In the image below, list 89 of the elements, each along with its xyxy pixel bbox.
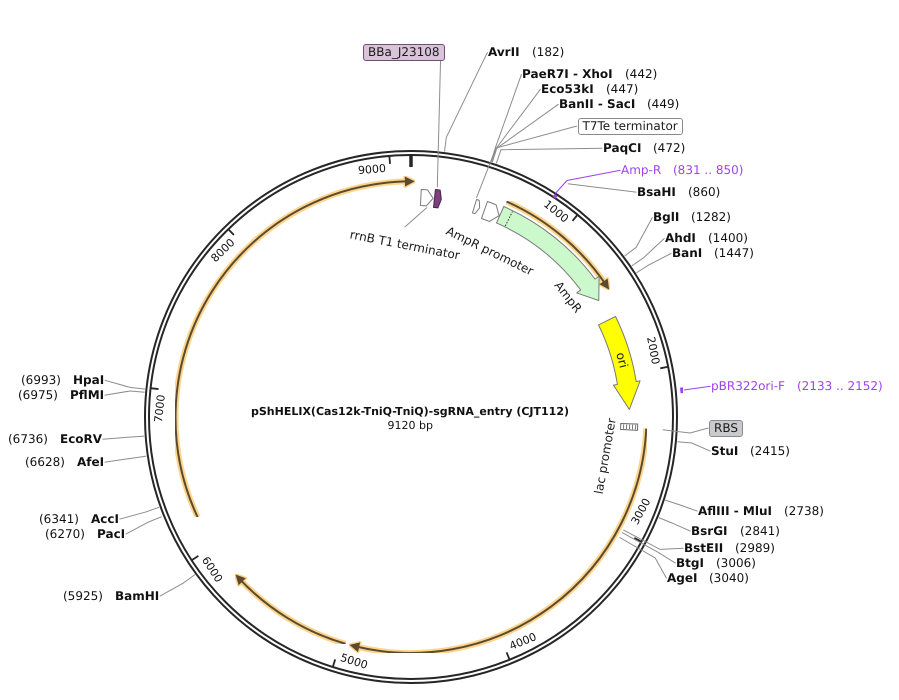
feature-tag: BBa_J23108 [363, 44, 445, 60]
scale-label: 5000 [338, 651, 370, 672]
enzyme-name: BanI [672, 246, 702, 260]
leader-line [664, 500, 698, 512]
plasmid-name: pShHELIX(Cas12k-TniQ-TniQ)-sgRNA_entry (CJT112) [251, 404, 570, 418]
cut-position: (6993) [21, 373, 61, 388]
cut-position: (860) [688, 185, 720, 200]
cut-position: (449) [647, 97, 680, 112]
enzyme-name: AccI [91, 512, 119, 526]
leader-line [476, 126, 578, 198]
leader-line [554, 170, 621, 194]
enzyme-name: PaqCI [603, 141, 642, 156]
cut-position: (6628) [25, 455, 65, 470]
plasmid-length: 9120 bp [388, 418, 433, 432]
leader-line [683, 386, 711, 390]
enzyme-name: AvrII [488, 45, 520, 60]
feature-label: ori [612, 350, 631, 370]
primer-name: pBR322ori-F [711, 379, 785, 394]
leader-line [621, 532, 676, 564]
enzyme-name: AhdI [665, 231, 696, 246]
leader-line [102, 436, 145, 440]
enzyme-name: AgeI [667, 571, 698, 586]
enzyme-name: BsaHI [637, 185, 676, 200]
enzyme-name: BsrGI [691, 524, 728, 538]
leader-line [624, 216, 653, 256]
enzyme-name: BglI [653, 210, 680, 224]
cut-position: (472) [653, 141, 686, 156]
cut-position: (6270) [45, 527, 85, 542]
cut-position: (3006) [716, 556, 756, 570]
cut-position: (3040) [709, 571, 749, 586]
cut-position: (1282) [691, 210, 731, 224]
leader-line [636, 252, 672, 274]
enzyme-name: Eco53kI [541, 82, 594, 96]
cut-position: (6736) [8, 432, 48, 446]
enzyme-name: PaeR7I - XhoI [522, 67, 613, 82]
leader-line [631, 238, 665, 266]
leader-line [118, 506, 160, 520]
cut-position: (2841) [740, 524, 780, 538]
cut-position: (182) [532, 45, 564, 60]
leader-line [491, 88, 541, 163]
leader-line [159, 574, 196, 597]
leader-line [444, 52, 488, 152]
leader-line [567, 183, 637, 193]
leader-line [125, 516, 162, 535]
leader-line [104, 456, 147, 463]
enzyme-name: BamHI [115, 589, 160, 604]
leader-line [662, 428, 709, 434]
leader-line [436, 60, 442, 188]
scale-label: 2000 [644, 336, 662, 366]
enzyme-name: AfeI [77, 455, 104, 470]
enzyme-name: EcoRV [60, 432, 102, 446]
scale-label: 3000 [628, 496, 654, 528]
enzyme-name: PacI [97, 527, 126, 542]
cut-position: (1447) [714, 246, 754, 260]
primer-position: (831 .. 850) [673, 163, 744, 178]
cut-position: (2415) [750, 444, 790, 458]
leader-line [404, 207, 428, 228]
enzyme-name: BanII - SacI [559, 97, 636, 112]
leader-line [104, 380, 146, 390]
leader-line [496, 148, 603, 164]
leader-line [658, 517, 691, 532]
feature-tag: RBS [709, 420, 743, 436]
cut-position: (447) [606, 82, 638, 96]
cut-position: (442) [625, 67, 658, 82]
enzyme-name: AflIII - MluI [698, 504, 772, 518]
scale-label: 9000 [357, 161, 386, 177]
scale-label: 4000 [507, 630, 538, 654]
enzyme-name: BtgI [676, 556, 704, 570]
cut-position: (2738) [784, 504, 824, 518]
leader-line [676, 441, 711, 452]
cut-position: (1400) [708, 231, 748, 246]
enzyme-name: StuI [711, 444, 738, 458]
cut-position: (6341) [39, 512, 79, 526]
enzyme-name: HpaI [73, 373, 104, 388]
leader-line [622, 529, 684, 550]
enzyme-name: PflMI [70, 388, 104, 402]
leader-line [104, 390, 146, 396]
feature-label: lac promoter [591, 417, 619, 496]
primer-position: (2133 .. 2152) [797, 379, 883, 394]
cut-position: (5925) [63, 589, 103, 604]
primer-name: Amp-R [621, 163, 662, 178]
leader-line [618, 536, 667, 579]
scale-label: 7000 [152, 394, 168, 423]
cut-position: (2989) [735, 541, 775, 556]
leader-line [490, 74, 522, 162]
cut-position: (6975) [18, 388, 58, 402]
leader-line [492, 104, 559, 163]
enzyme-name: BstEII [684, 541, 724, 556]
feature-tag: T7Te terminator [578, 118, 683, 134]
